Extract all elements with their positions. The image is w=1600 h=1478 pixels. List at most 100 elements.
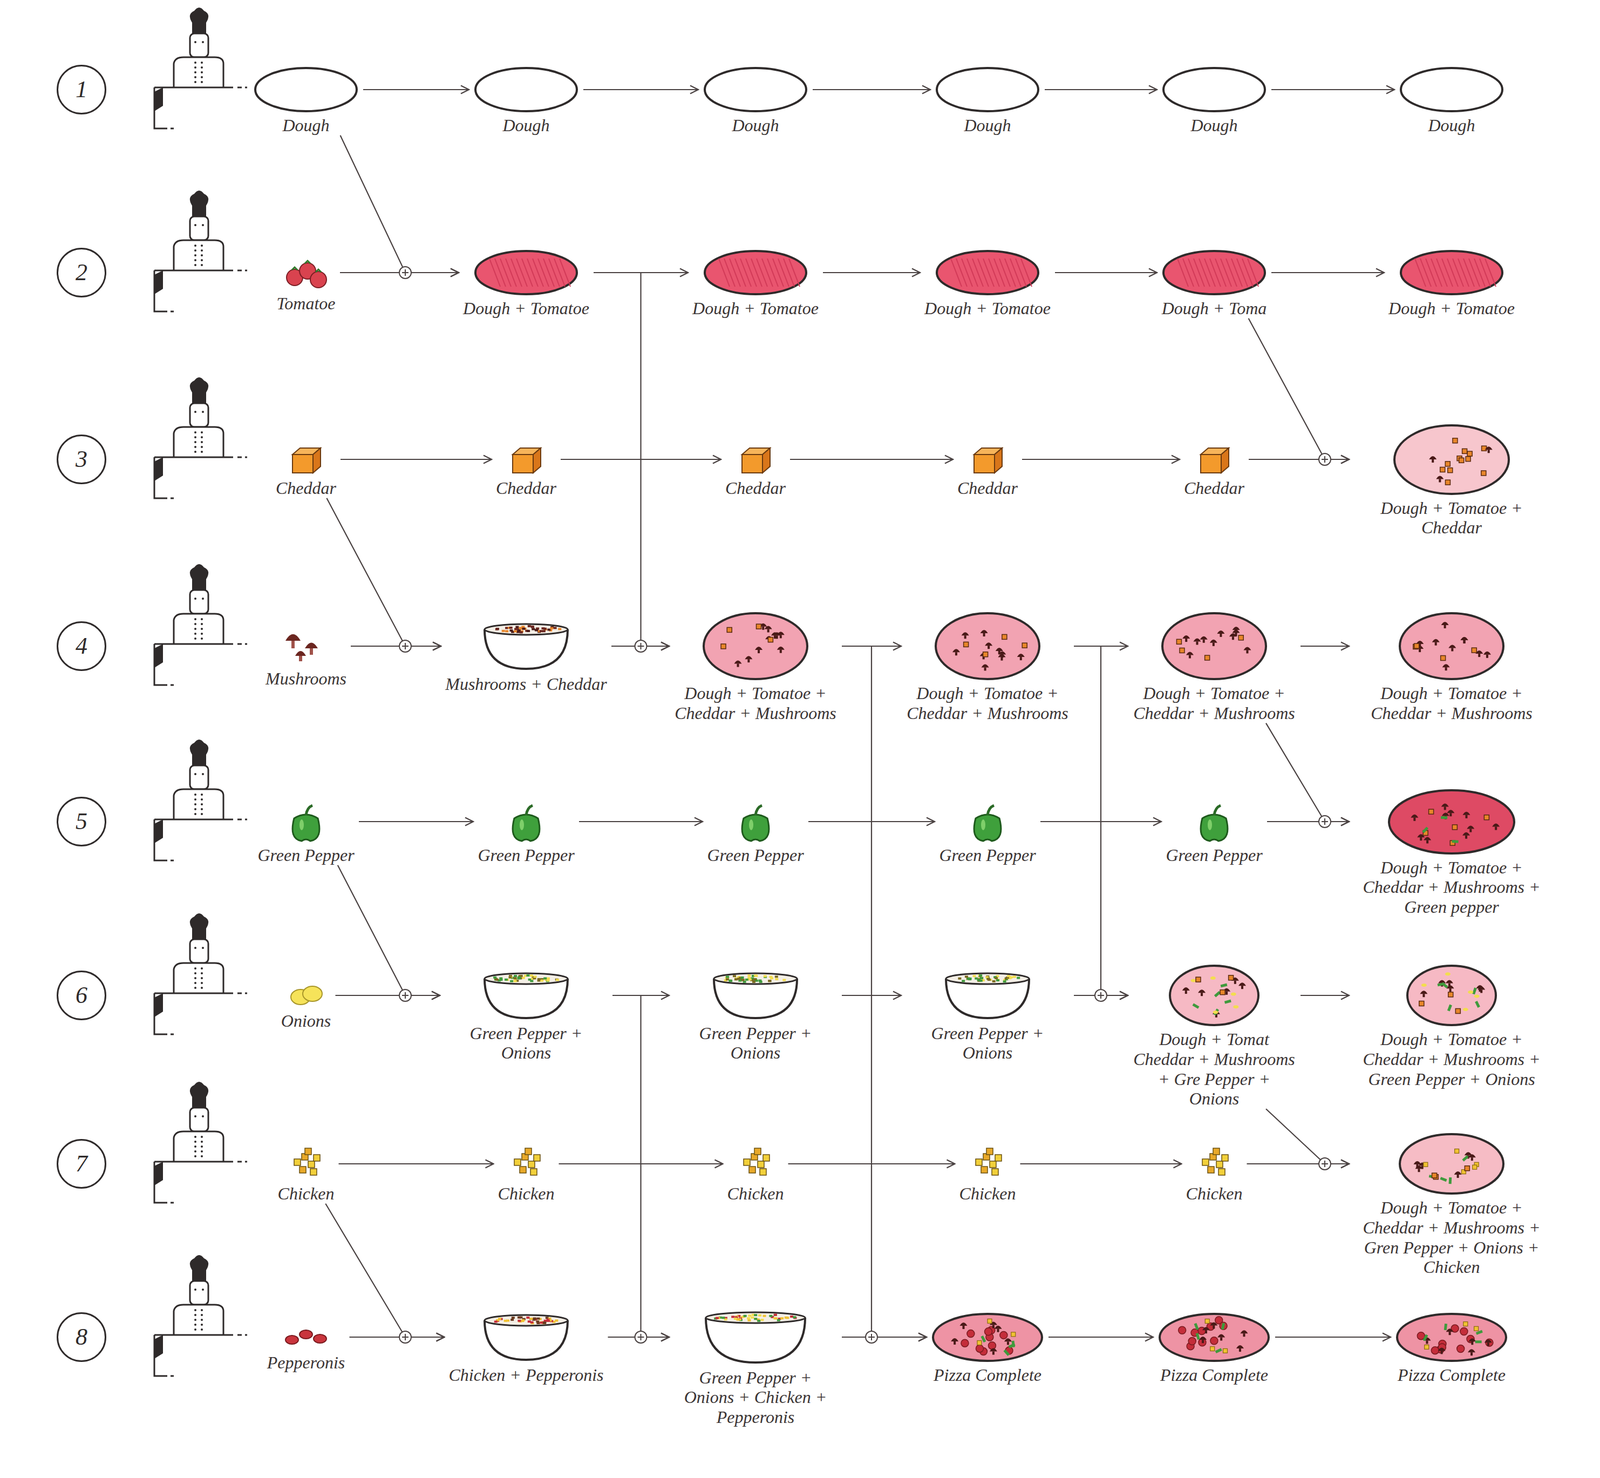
flow-arrow	[337, 865, 440, 996]
ingredient-step: Dough	[468, 65, 584, 136]
ingredient-step: Dough + Tomatoe + Cheddar + Mushrooms	[901, 610, 1074, 724]
ingredient-step: Green Pepper + Onions	[439, 969, 613, 1064]
merge-symbol	[1318, 453, 1331, 466]
ingredient-picture	[709, 969, 802, 1021]
flow-arrow	[325, 1203, 445, 1337]
step-label: Chicken	[1186, 1183, 1243, 1204]
ingredient-picture	[1397, 610, 1506, 682]
ingredient-picture	[281, 625, 331, 667]
step-label: Onions	[281, 1010, 331, 1031]
step-label: Chicken	[727, 1183, 785, 1204]
ingredient-picture	[702, 65, 809, 114]
ingredient-step: Green Pepper	[1161, 799, 1268, 866]
step-label: Dough + Toma	[1161, 298, 1268, 319]
ingredient-picture	[1193, 799, 1235, 843]
ingredient-picture	[284, 981, 328, 1009]
ingredient-picture	[1161, 248, 1268, 297]
ingredient-step: Green Pepper	[702, 799, 809, 866]
ingredient-step: Dough + Tomatoe + Cheddar + Mushrooms + …	[1349, 963, 1555, 1089]
ingredient-picture	[930, 1311, 1045, 1363]
ingredient-step: Dough	[930, 65, 1045, 136]
chef-figures	[154, 7, 248, 1376]
step-number-text: 1	[75, 76, 88, 104]
step-label: Cheddar	[957, 478, 1018, 499]
step-label: Dough	[1427, 115, 1475, 136]
step-label: Dough	[731, 115, 779, 136]
flow-arrow	[593, 272, 670, 646]
ingredient-picture	[281, 1323, 331, 1351]
flow-arrow	[1054, 271, 1157, 274]
step-number: 6	[56, 970, 107, 1020]
ingredient-picture	[1398, 248, 1505, 297]
flow-arrow	[1265, 1108, 1350, 1164]
ingredient-step: Chicken	[723, 1145, 789, 1204]
flow-arrow	[340, 135, 459, 273]
step-label: Green Pepper	[1165, 845, 1263, 866]
ingredient-step: Green Pepper + Onions + Chicken + Pepper…	[669, 1308, 842, 1427]
merge-symbol	[399, 640, 412, 652]
ingredient-picture	[968, 442, 1007, 476]
flow-arrow	[326, 498, 441, 646]
ingredient-picture	[281, 253, 331, 292]
flow-arrow	[1048, 1336, 1154, 1338]
ingredient-picture	[701, 1308, 810, 1366]
ingredient-step: Chicken	[1181, 1145, 1248, 1204]
ingredient-picture	[473, 65, 580, 114]
step-label: Dough + Tomatoe	[692, 298, 819, 319]
flow-arrow	[358, 820, 474, 822]
ingredient-picture	[736, 1145, 775, 1182]
ingredient-step: Dough	[698, 65, 813, 136]
ingredient-picture	[1157, 1311, 1271, 1363]
ingredient-step: Green Pepper	[473, 799, 580, 866]
step-number: 3	[56, 434, 107, 485]
step-label: Dough + Tomatoe	[1388, 298, 1515, 319]
step-label: Dough + Tomatoe + Cheddar + Mushrooms	[673, 683, 838, 724]
step-label: Dough	[1190, 115, 1238, 136]
step-label: Dough + Tomatoe + Cheddar + Mushrooms + …	[1353, 1029, 1550, 1089]
step-label: Green Pepper	[257, 845, 354, 866]
ingredient-step: Pepperonis	[262, 1323, 350, 1373]
ingredient-picture	[480, 620, 573, 672]
chef-figure	[154, 377, 248, 499]
ingredient-step: Chicken	[273, 1145, 339, 1204]
step-label: Green Pepper + Onions	[905, 1023, 1070, 1064]
ingredient-step: Onions	[276, 981, 336, 1031]
ingredient-picture	[1194, 1145, 1234, 1182]
ingredient-picture	[480, 1311, 573, 1363]
step-label: Dough	[963, 115, 1011, 136]
step-number: 1	[56, 64, 107, 115]
ingredient-picture	[968, 1145, 1007, 1182]
step-label: Green Pepper	[938, 845, 1036, 866]
chef-figure	[154, 739, 248, 861]
flow-arrow	[1265, 723, 1350, 822]
merge-symbol	[1318, 1157, 1331, 1170]
step-label: Green Pepper	[477, 845, 575, 866]
ingredient-picture	[1160, 610, 1269, 682]
ingredient-picture	[1167, 963, 1261, 1027]
ingredient-step: Dough + Tomatoe	[458, 248, 594, 319]
ingredient-picture	[934, 248, 1041, 297]
ingredient-picture	[941, 969, 1034, 1021]
ingredient-picture	[736, 442, 775, 476]
step-number-text: 8	[75, 1323, 88, 1351]
ingredient-step: Pizza Complete	[1390, 1311, 1513, 1385]
ingredient-step: Dough + Tomat Cheddar + Mushrooms + Gre …	[1127, 963, 1301, 1109]
ingredient-step: Cheddar	[720, 442, 791, 499]
ingredient-step: Cheddar	[952, 442, 1023, 499]
ingredient-picture	[1394, 1311, 1509, 1363]
step-number-text: 4	[75, 632, 88, 660]
flow-arrow	[612, 995, 670, 1337]
chef-figure	[154, 563, 248, 685]
step-number-text: 7	[75, 1149, 88, 1178]
flow-arrow	[579, 820, 703, 822]
flow-arrow	[822, 271, 921, 274]
ingredient-picture	[285, 799, 327, 843]
ingredient-step: Pizza Complete	[1153, 1311, 1276, 1385]
merge-symbol	[399, 1330, 412, 1343]
step-label: Mushrooms	[265, 668, 347, 689]
ingredient-step: Green Pepper + Onions	[669, 969, 842, 1064]
ingredient-picture	[933, 610, 1042, 682]
ingredient-step: Chicken + Pepperonis	[444, 1311, 609, 1385]
ingredient-picture	[1195, 442, 1234, 476]
